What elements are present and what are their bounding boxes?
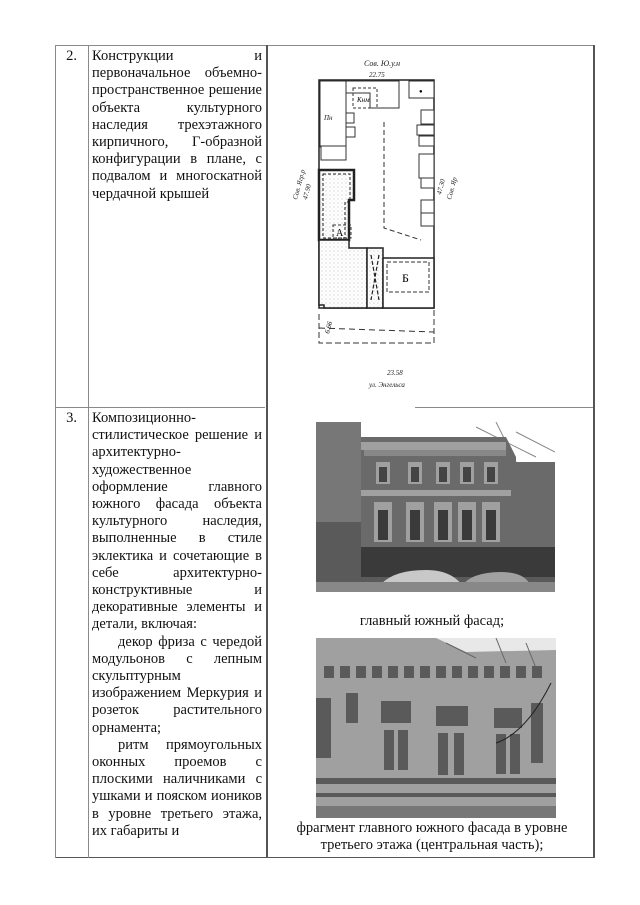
heritage-elements-table: 2. Конструкции и первоначальное объемно-… <box>55 45 595 858</box>
svg-text:6.66: 6.66 <box>323 320 334 334</box>
description-paragraph: Конструкции и первоначальное объемно-про… <box>92 48 262 202</box>
site-plan-drawing: Сов. Ю.у.н 22.75 Пн Кнм ● <box>291 59 459 389</box>
right-dimension-label: 47.30 <box>435 178 447 196</box>
bottom-street-label: ул. Энгельса <box>368 381 405 389</box>
photo-caption: главный южный фасад; <box>359 613 505 629</box>
top-street-label: Сов. Ю.у.н <box>364 59 400 68</box>
row-number: 2. <box>66 48 77 64</box>
row-number: 3. <box>66 410 77 426</box>
facade-fragment-photo <box>316 638 556 818</box>
row-description: Композиционно-стилистическое решение и а… <box>92 410 262 840</box>
top-dimension-label: 22.75 <box>369 71 385 79</box>
column-divider-image <box>266 45 268 858</box>
table-bottom-border <box>55 857 595 858</box>
facade-photo <box>316 422 555 592</box>
row-divider-right <box>415 407 595 408</box>
table-right-border <box>593 45 595 858</box>
photo-caption: фрагмент главного южного фасада в уровне… <box>296 820 568 853</box>
description-paragraph: декор фриза с чередой модульонов с лепны… <box>92 633 262 736</box>
row-divider <box>55 407 265 408</box>
block-b-label: Б <box>402 271 409 285</box>
description-paragraph: Композиционно-стилистическое решение и а… <box>92 410 262 633</box>
bottom-dimension-label: 23.58 <box>387 369 403 377</box>
row-description: Конструкции и первоначальное объемно-про… <box>92 48 262 203</box>
right-street-label: Сов. Яр <box>445 176 459 201</box>
site-plan-figure: Сов. Ю.у.н 22.75 Пн Кнм ● <box>269 50 595 400</box>
left-dimension-label: 47.90 <box>301 183 313 201</box>
svg-text:Пн: Пн <box>323 114 333 122</box>
description-paragraph: ритм прямоугольных оконных проемов с пло… <box>92 736 262 839</box>
table-left-border <box>55 45 56 858</box>
table-top-border <box>55 45 595 46</box>
column-divider-number <box>88 45 89 858</box>
svg-text:●: ● <box>419 89 423 95</box>
svg-text:Кнм: Кнм <box>356 96 370 104</box>
block-a-label: А <box>336 228 344 239</box>
